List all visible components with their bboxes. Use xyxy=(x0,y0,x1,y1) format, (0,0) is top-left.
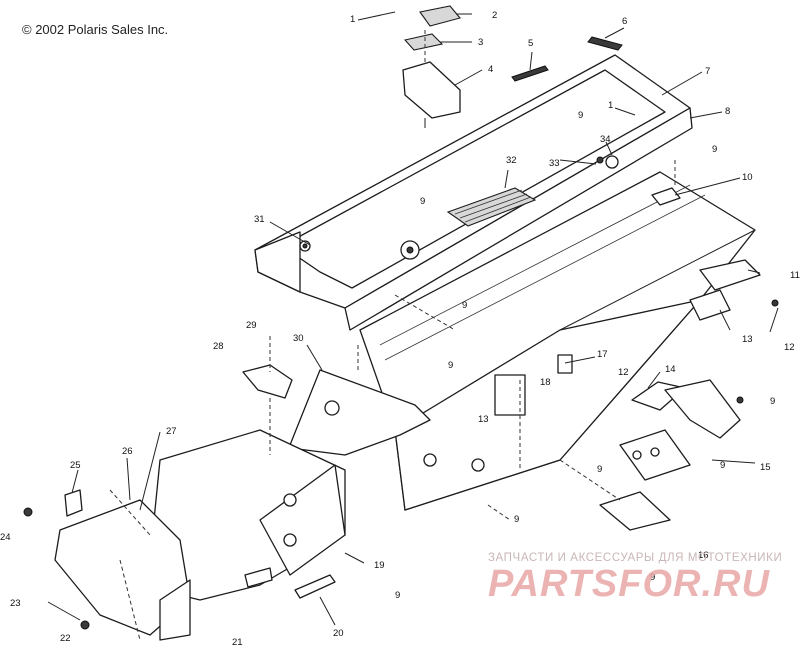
callout-1: 1 xyxy=(350,14,355,25)
callout-33: 33 xyxy=(549,158,560,169)
callout-9c: 9 xyxy=(420,196,425,207)
assembly-lines xyxy=(109,30,676,641)
callout-8: 8 xyxy=(725,106,730,117)
callout-9g: 9 xyxy=(650,572,655,583)
callout-13: 13 xyxy=(742,334,753,345)
callout-11: 11 xyxy=(790,270,800,281)
front-frame xyxy=(54,429,346,641)
callout-24: 24 xyxy=(0,532,11,543)
callout-3: 3 xyxy=(478,37,483,48)
callout-31: 31 xyxy=(254,214,265,225)
callout-4: 4 xyxy=(488,64,493,75)
watermark-logo: PARTSFOR.RU xyxy=(488,563,770,605)
callout-numbers: 1 2 3 4 5 6 7 1 8 9 9 9 10 11 12 13 14 9… xyxy=(0,10,800,645)
callout-34: 34 xyxy=(600,134,611,145)
callout-21: 21 xyxy=(232,637,243,645)
callout-2: 2 xyxy=(492,10,497,21)
tunnel-body xyxy=(359,171,756,511)
small-parts xyxy=(23,5,779,630)
callout-5: 5 xyxy=(528,38,533,49)
callout-20: 20 xyxy=(333,628,344,639)
callout-9i: 9 xyxy=(448,360,453,371)
callout-18: 18 xyxy=(540,377,551,388)
callout-9h: 9 xyxy=(462,300,467,311)
callout-28: 28 xyxy=(213,341,224,352)
callout-16: 16 xyxy=(698,550,709,561)
callout-29: 29 xyxy=(246,320,257,331)
callout-12b: 12 xyxy=(618,367,629,378)
leader-lines xyxy=(47,11,779,626)
callout-6: 6 xyxy=(622,16,627,27)
callout-9d: 9 xyxy=(770,396,775,407)
callout-7: 7 xyxy=(705,66,710,77)
callout-27: 27 xyxy=(166,426,177,437)
callout-9k: 9 xyxy=(395,590,400,601)
watermark-tagline: ЗАПЧАСТИ И АКСЕССУАРЫ ДЛЯ МОТОТЕХНИКИ xyxy=(488,552,783,564)
rear-rack-frame xyxy=(254,54,693,331)
callout-23: 23 xyxy=(10,598,21,609)
copyright-text: © 2002 Polaris Sales Inc. xyxy=(22,22,169,37)
callout-17: 17 xyxy=(597,349,608,360)
callout-14: 14 xyxy=(665,364,676,375)
callout-1b: 1 xyxy=(608,100,613,111)
callout-9a: 9 xyxy=(578,110,583,121)
callout-9j: 9 xyxy=(514,514,519,525)
callout-32: 32 xyxy=(506,155,517,166)
callout-13b: 13 xyxy=(478,414,489,425)
callout-9f: 9 xyxy=(597,464,602,475)
callout-10: 10 xyxy=(742,172,753,183)
callout-15: 15 xyxy=(760,462,771,473)
callout-30: 30 xyxy=(293,333,304,344)
callout-9e: 9 xyxy=(720,460,725,471)
callout-26: 26 xyxy=(122,446,133,457)
callout-25: 25 xyxy=(70,460,81,471)
callout-22: 22 xyxy=(60,633,71,644)
callout-9b: 9 xyxy=(712,144,717,155)
callout-19: 19 xyxy=(374,560,385,571)
callout-12: 12 xyxy=(784,342,795,353)
